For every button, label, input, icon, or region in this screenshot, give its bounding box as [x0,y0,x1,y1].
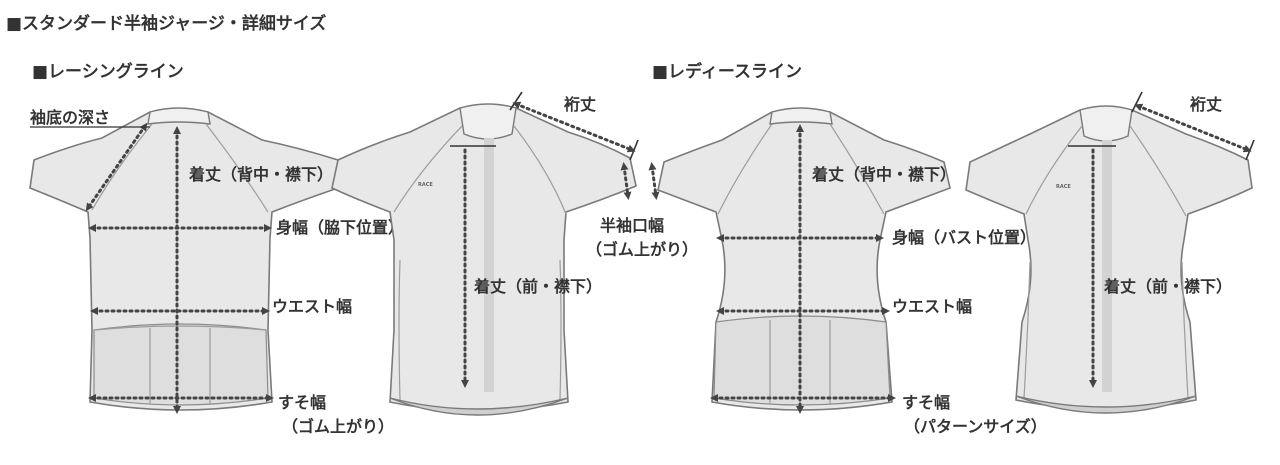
label-length-back: 着丈（背中・襟下） [188,165,333,184]
label-length-front-ladies: 着丈（前・襟下） [1103,277,1232,296]
racing-jersey-front: RACE [331,103,637,416]
ladies-front-measurements [1068,91,1255,388]
section-racing-line: ■レーシングライン [32,61,184,82]
label-length-back-ladies: 着丈（背中・襟下） [811,165,956,184]
svg-text:RACE: RACE [418,182,433,188]
label-hem-ladies: すそ幅 [902,393,950,412]
label-waist-racing: ウエスト幅 [272,297,352,316]
label-hem-note-racing: （ゴム上がり） [282,417,394,436]
label-armhole-depth: 袖底の深さ [30,108,110,127]
svg-text:RACE: RACE [1056,184,1071,190]
ladies-jersey-back [657,107,951,411]
label-sleeve-opening: 半袖口幅 [600,216,664,235]
racing-jersey-back [29,107,345,411]
label-sleeve-length-ladies: 裄丈 [1189,95,1222,114]
label-length-front-racing: 着丈（前・襟下） [473,277,602,296]
racing-back-measurements [85,122,274,414]
ladies-back-measurements [710,124,896,414]
page-title: ■スタンダード半袖ジャージ・詳細サイズ [6,13,326,34]
label-hem-racing: すそ幅 [278,393,326,412]
label-waist-ladies: ウエスト幅 [892,297,972,316]
label-sleeve-length-racing: 裄丈 [563,95,596,114]
ladies-jersey-front: RACE [965,105,1253,414]
label-hem-pattern-note: （パターンサイズ） [904,417,1047,436]
label-sleeve-opening-note: （ゴム上がり） [586,240,698,259]
label-chest-underarm: 身幅（脇下位置） [276,218,404,237]
racing-front-measurements [450,91,660,388]
label-chest-bust: 身幅（バスト位置） [892,228,1036,247]
section-ladies-line: ■レディースライン [652,61,802,82]
